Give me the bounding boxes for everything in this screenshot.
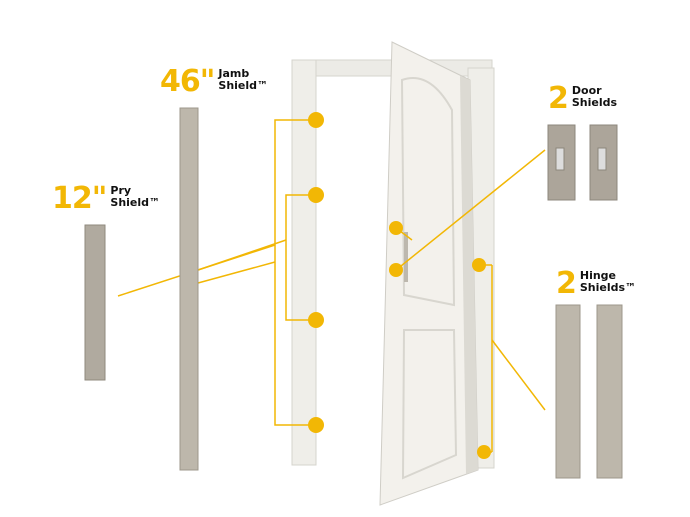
door-name-1: Door: [571, 84, 602, 97]
hinge-name-2: Shields™: [579, 281, 637, 294]
pry-size: 12": [52, 181, 107, 216]
pry-shield: [84, 224, 106, 381]
hinge-count: 2: [556, 266, 577, 301]
door-name-2: Shields: [571, 96, 618, 109]
callout-dots: [308, 112, 491, 459]
jamb-shield: [179, 107, 199, 471]
jamb-name-1: Jamb: [218, 67, 250, 80]
open-door: [379, 41, 479, 506]
jamb-size: 46": [160, 64, 215, 99]
pry-name-1: Pry: [110, 184, 132, 197]
door-shields: [547, 124, 618, 201]
pry-name-2: Shield™: [110, 196, 161, 209]
hinge-name-1: Hinge: [579, 269, 617, 282]
callout-lines: [117, 119, 546, 453]
hinge-shields: [555, 304, 623, 479]
door-count: 2: [548, 81, 569, 116]
jamb-name-2: Shield™: [218, 79, 269, 92]
